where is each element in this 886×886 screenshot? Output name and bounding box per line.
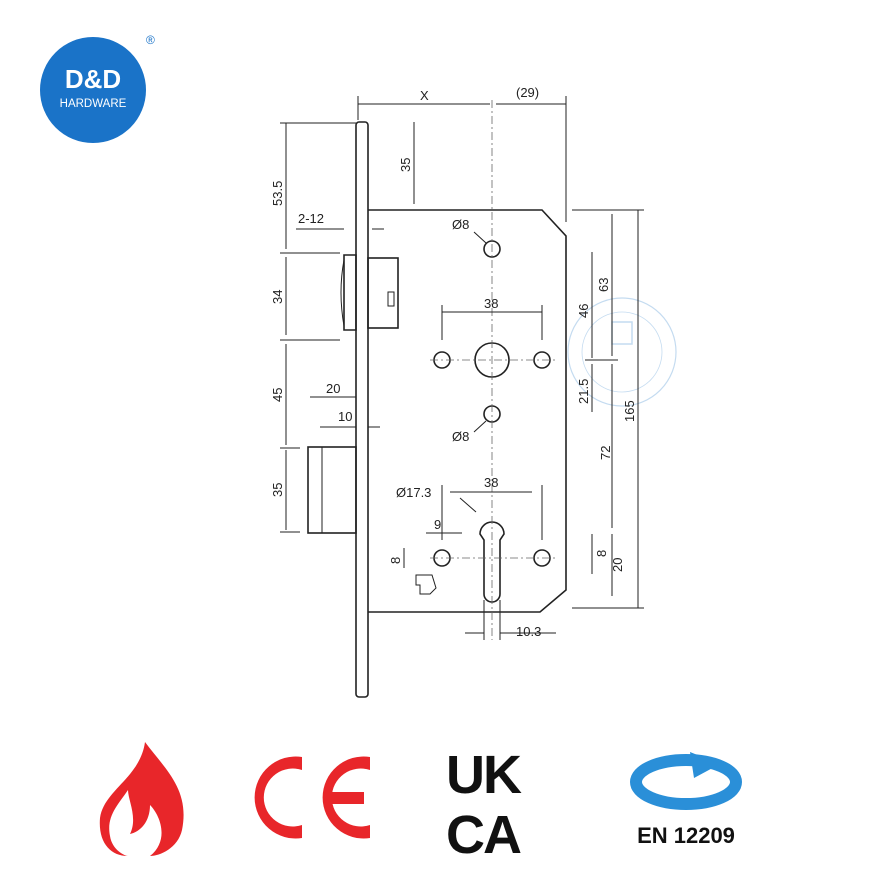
- brand-subtitle: HARDWARE: [60, 98, 127, 110]
- dim-20-left: 20: [326, 381, 340, 396]
- dim-dia17-3: Ø17.3: [396, 485, 431, 500]
- dim-45: 45: [270, 388, 285, 402]
- dim-46: 46: [576, 304, 591, 318]
- registered-mark: ®: [146, 33, 155, 47]
- rotation-arrow-icon: [630, 754, 742, 810]
- brand-name: D&D: [65, 64, 121, 94]
- brand-logo: D&D HARDWARE ®: [40, 33, 155, 143]
- dim-72: 72: [598, 446, 613, 460]
- ukca-mark: UK CA: [446, 745, 524, 865]
- dim-backset: (29): [516, 85, 539, 100]
- dim-38-top: 38: [484, 296, 498, 311]
- dim-dia8-top: Ø8: [452, 217, 469, 232]
- small-slot: [415, 574, 437, 595]
- dimension-lines: [280, 96, 644, 640]
- dim-165: 165: [622, 400, 637, 422]
- deadbolt: [307, 446, 357, 534]
- dim-35-top: 35: [398, 158, 413, 172]
- en-standard-label: EN 12209: [637, 823, 735, 848]
- dim-20-right: 20: [610, 558, 625, 572]
- dim-dia8-mid: Ø8: [452, 429, 469, 444]
- dim-10-3: 10.3: [516, 624, 541, 639]
- euro-cylinder-hole: [479, 521, 505, 603]
- latch-bolt: [340, 254, 399, 331]
- ukca-line2: CA: [446, 805, 521, 865]
- dimension-labels: X (29) 35 53.5 2-12 34 45 20 10 35 Ø8 Ø8…: [270, 85, 637, 639]
- dim-2-12: 2-12: [298, 211, 324, 226]
- ce-mark-text: CE: [0, 0, 2, 1]
- en12209-mark: EN 12209: [630, 752, 742, 848]
- lock-case: [368, 209, 567, 613]
- dim-35-bottom: 35: [270, 483, 285, 497]
- dim-10: 10: [338, 409, 352, 424]
- follower-holes: [415, 240, 551, 603]
- brand-logo-circle: [40, 37, 146, 143]
- dim-9: 9: [434, 517, 441, 532]
- centerlines: [430, 100, 556, 640]
- dim-53-5: 53.5: [270, 181, 285, 206]
- ukca-line1: UK: [446, 745, 522, 805]
- ce-mark: CE: [0, 0, 370, 839]
- dim-x: X: [420, 88, 429, 103]
- dim-34: 34: [270, 290, 285, 304]
- dim-8-left: 8: [388, 557, 403, 564]
- faceplate: [355, 121, 369, 698]
- dim-21-5: 21.5: [576, 379, 591, 404]
- dim-8-right: 8: [594, 550, 609, 557]
- dim-38-bottom: 38: [484, 475, 498, 490]
- dim-63: 63: [596, 278, 611, 292]
- fire-icon: [99, 742, 184, 856]
